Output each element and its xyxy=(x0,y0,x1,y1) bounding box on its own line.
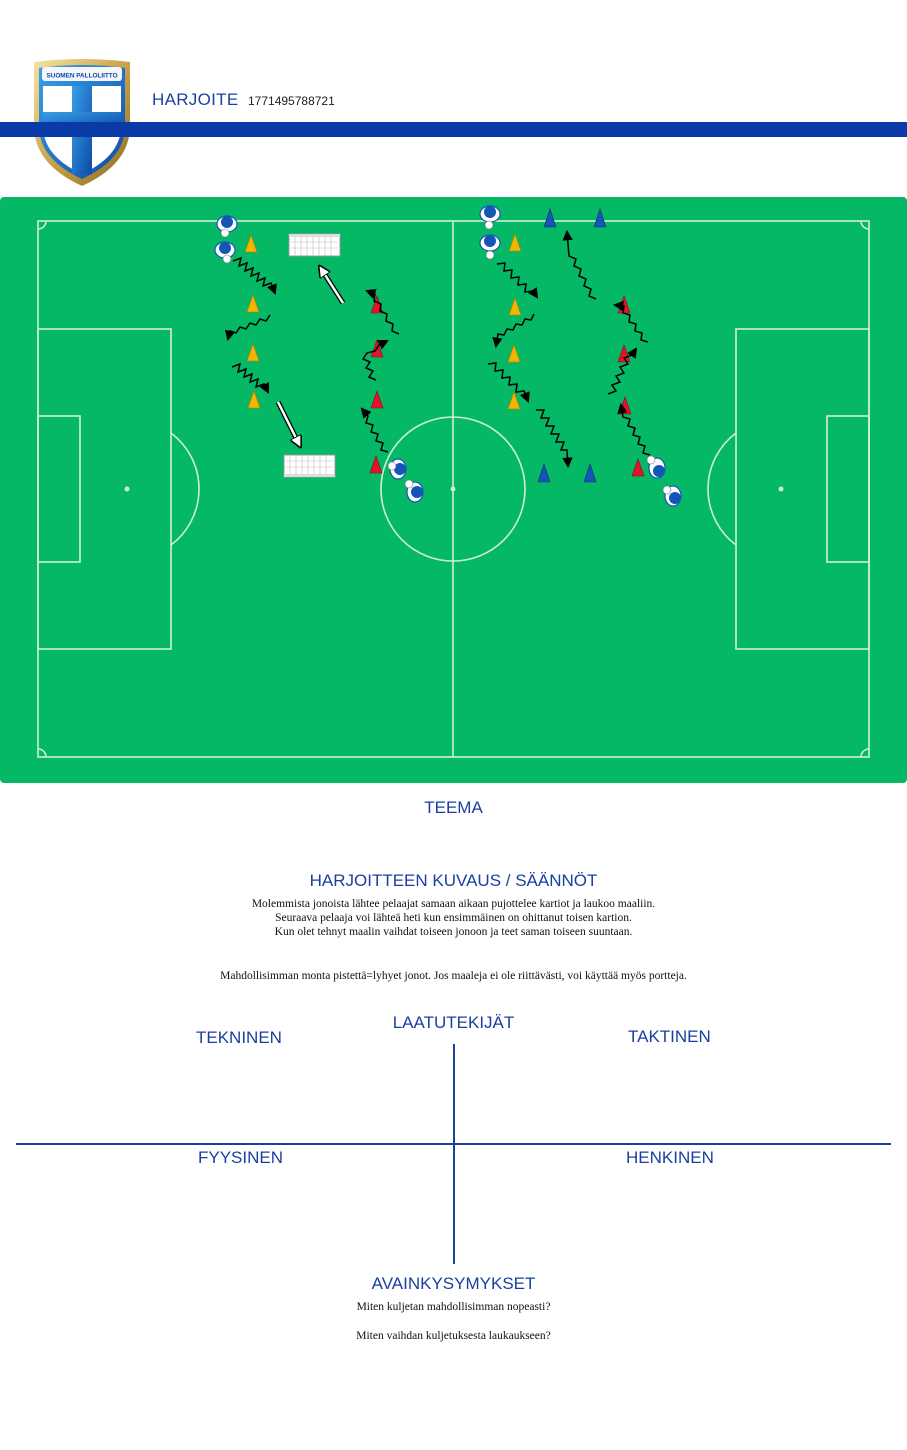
quadrant-divider-vertical xyxy=(453,1044,455,1264)
quadrant-divider-horizontal xyxy=(16,1143,891,1145)
description-text: Molemmista jonoista lähtee pelaajat sama… xyxy=(0,897,907,939)
exercise-code: 1771495788721 xyxy=(248,94,335,108)
quadrant-henkinen: HENKINEN xyxy=(626,1148,714,1167)
shot-arrows xyxy=(275,267,346,446)
pitch-diagram xyxy=(0,197,907,783)
description-line: Molemmista jonoista lähtee pelaajat sama… xyxy=(251,898,656,910)
cones-blue xyxy=(537,208,607,483)
cones-red xyxy=(369,295,645,477)
goal-top xyxy=(288,233,341,257)
dribble-paths xyxy=(224,229,651,469)
key-question: Miten vaihdan kuljetuksesta laukaukseen? xyxy=(356,1330,551,1342)
description-heading: HARJOITTEEN KUVAUS / SÄÄNNÖT xyxy=(309,871,598,890)
description-line: Seuraava pelaaja voi lähteä heti kun ens… xyxy=(275,912,632,924)
quadrant-taktinen: TAKTINEN xyxy=(628,1027,711,1046)
header-bar xyxy=(0,122,907,137)
key-questions-heading: AVAINKYSYMYKSET xyxy=(371,1274,536,1293)
quality-heading: LAATUTEKIJÄT xyxy=(392,1013,515,1032)
quadrant-tekninen: TEKNINEN xyxy=(196,1028,282,1047)
key-question: Miten kuljetan mahdollisimman nopeasti? xyxy=(356,1301,551,1313)
cones-yellow xyxy=(244,233,522,410)
description-line: Kun olet tehnyt maalin vaihdat toiseen j… xyxy=(274,926,633,938)
description-note: Mahdollisimman monta pistettä=lyhyet jon… xyxy=(220,970,687,982)
players xyxy=(214,205,682,507)
logo-text: SUOMEN PALLOLIITTO xyxy=(46,73,117,80)
quadrant-fyysinen: FYYSINEN xyxy=(198,1148,284,1167)
page-title: HARJOITE xyxy=(152,90,239,109)
theme-heading: TEEMA xyxy=(424,798,483,817)
goal-bottom xyxy=(283,454,336,478)
